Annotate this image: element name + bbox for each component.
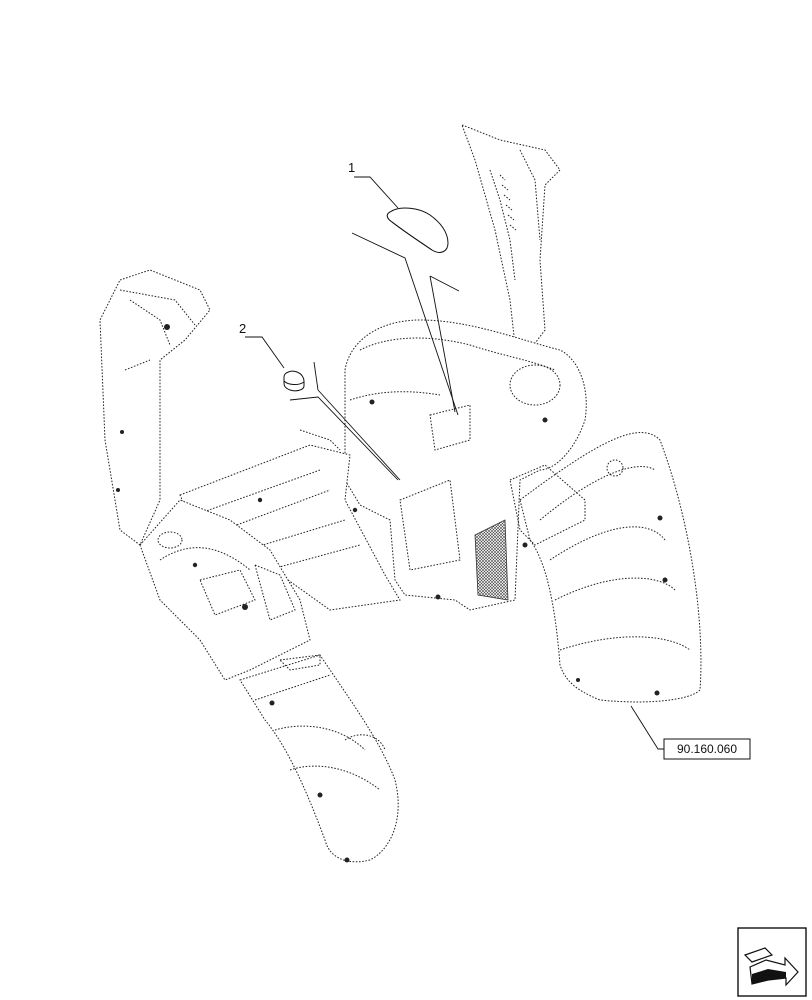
right-pillar (461, 124, 561, 351)
left-control-console (139, 499, 311, 681)
reference-box[interactable]: 90.160.060 (663, 738, 751, 760)
part-2-plug (283, 370, 305, 392)
reference-label: 90.160.060 (677, 742, 737, 756)
callout-1-label: 1 (348, 160, 355, 175)
right-fender (519, 432, 702, 703)
callout-2-label: 2 (239, 321, 246, 336)
left-fender (239, 654, 399, 863)
leader-lines (245, 176, 664, 750)
rear-grille (474, 519, 509, 601)
rear-console-housing (344, 319, 587, 611)
next-page-arrow-icon[interactable] (737, 927, 807, 997)
part-1-pad (386, 207, 449, 253)
left-pillar (99, 269, 211, 546)
